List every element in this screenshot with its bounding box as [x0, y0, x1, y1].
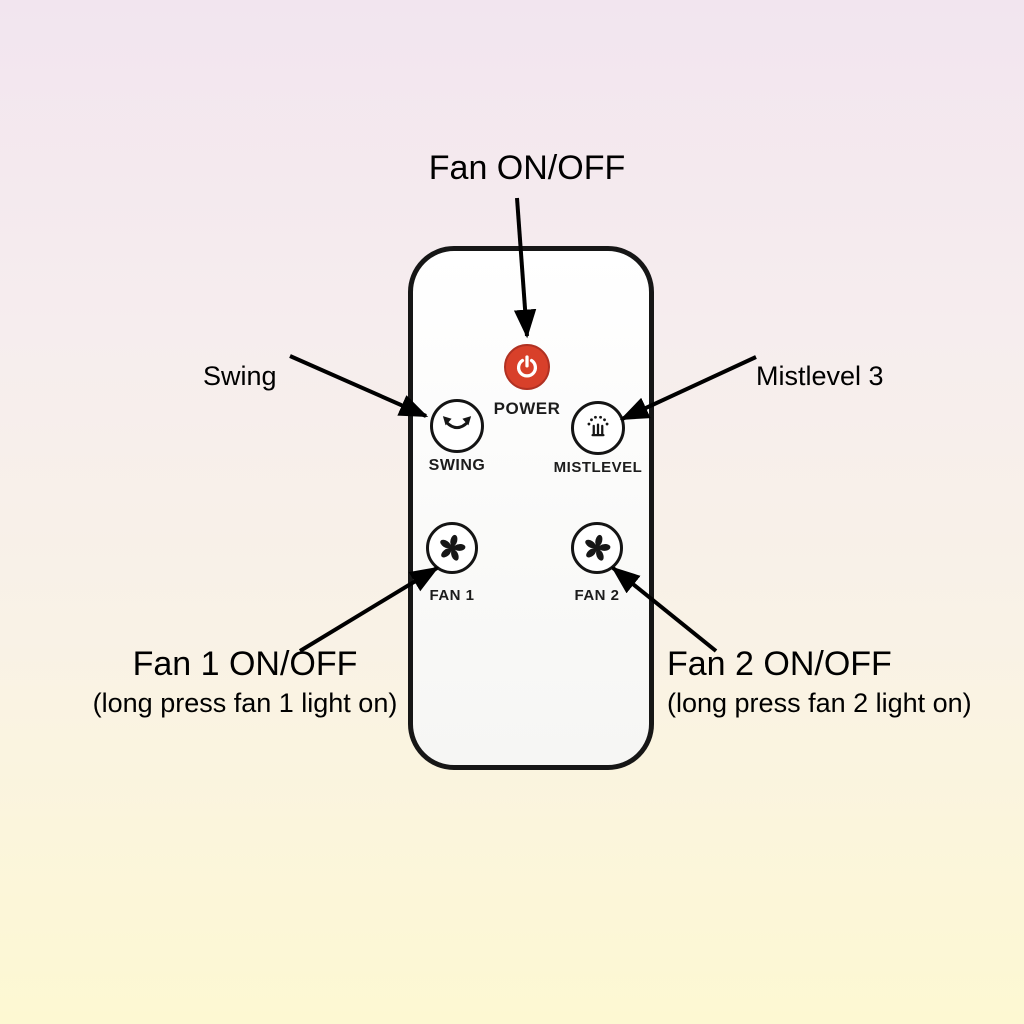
fan1-button-label: FAN 1: [429, 587, 475, 604]
fan-blades-icon: [440, 534, 466, 561]
fan1-button[interactable]: [426, 522, 478, 574]
power-button-label: POWER: [493, 399, 561, 418]
power-button[interactable]: [504, 344, 550, 390]
fan2-button[interactable]: [571, 522, 623, 574]
swing-button[interactable]: [430, 399, 484, 453]
fan-blades-icon: [585, 534, 611, 561]
annotation-fan1-main: Fan 1 ON/OFF: [132, 645, 358, 683]
arrow-swing: [289, 354, 429, 418]
annotation-fan2: Fan 2 ON/OFF (long press fan 2 light on): [667, 644, 972, 719]
fan2-button-label: FAN 2: [574, 587, 620, 604]
swing-button-label: SWING: [428, 457, 486, 474]
mistlevel-button[interactable]: [571, 401, 625, 455]
power-icon: [517, 355, 537, 378]
annotation-fan1: Fan 1 ON/OFF (long press fan 1 light on): [71, 644, 419, 719]
annotation-fan2-sub: (long press fan 2 light on): [667, 687, 972, 718]
annotation-swing: Swing: [203, 361, 277, 391]
swing-arrows-icon: [442, 416, 472, 430]
annotation-mistlevel: Mistlevel 3: [756, 361, 884, 391]
mist-spray-icon: [587, 415, 609, 437]
annotation-fan1-sub: (long press fan 1 light on): [92, 687, 398, 718]
mistlevel-button-label: MISTLEVEL: [553, 459, 643, 476]
annotation-fan-onoff: Fan ON/OFF: [428, 149, 626, 187]
annotation-fan2-main: Fan 2 ON/OFF: [667, 645, 892, 683]
remote-control: POWER SWING: [408, 246, 654, 770]
